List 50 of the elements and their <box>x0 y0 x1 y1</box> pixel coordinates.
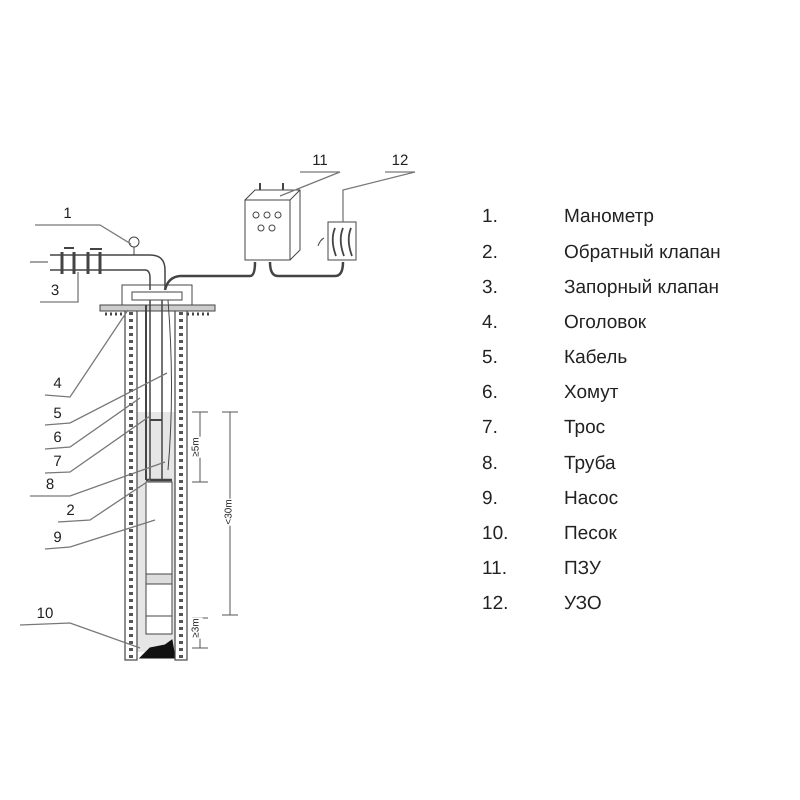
list-number: 3. <box>482 276 499 300</box>
leader-line <box>30 461 166 497</box>
list-number: 1. <box>482 205 499 230</box>
list-number: 11. <box>482 557 508 582</box>
dimension-label: ≥5m <box>190 436 203 458</box>
list-number: 12. <box>482 592 510 616</box>
leader-line <box>44 397 140 450</box>
leader-line <box>44 415 150 474</box>
part-name: Запорный клапан <box>564 276 720 300</box>
leader-line <box>35 224 132 245</box>
leader-line <box>280 171 341 197</box>
callout-number: 7 <box>45 451 70 473</box>
list-number: 10. <box>482 522 510 546</box>
leader-line <box>40 272 79 303</box>
part-name: Обратный клапан <box>564 240 721 265</box>
part-name: Трос <box>564 416 606 440</box>
callout-number: 2 <box>58 500 83 522</box>
part-name: Манометр <box>564 205 654 230</box>
part-name: УЗО <box>564 592 602 616</box>
list-number: 2. <box>482 240 499 265</box>
part-name: ПЗУ <box>564 557 601 582</box>
leader-line <box>20 622 140 649</box>
leader-line <box>44 519 156 550</box>
list-number: 7. <box>482 416 499 440</box>
list-number: 6. <box>482 381 499 406</box>
callout-number: 12 <box>385 150 415 172</box>
part-name: Насос <box>564 486 618 511</box>
callout-number: 10 <box>20 603 70 625</box>
part-name: Кабель <box>564 346 628 370</box>
callout-number: 11 <box>300 150 340 172</box>
part-name: Хомут <box>564 381 619 406</box>
list-number: 8. <box>482 452 499 476</box>
leader-line <box>44 310 129 398</box>
list-number: 5. <box>482 346 499 370</box>
list-number: 4. <box>482 310 499 335</box>
callout-number: 1 <box>35 203 100 225</box>
part-name: Песок <box>564 522 617 546</box>
part-name: Оголовок <box>564 310 646 335</box>
leader-line <box>44 372 168 426</box>
callout-number: 8 <box>30 474 70 496</box>
callout-number: 3 <box>40 280 70 302</box>
list-number: 9. <box>482 486 499 511</box>
part-name: Труба <box>564 452 616 476</box>
leader-line <box>58 479 150 523</box>
dimension-label: ≥3m <box>190 617 203 639</box>
callout-number: 4 <box>45 373 70 395</box>
callout-number: 5 <box>45 403 70 425</box>
leader-line <box>342 171 416 222</box>
callout-number: 6 <box>45 427 70 449</box>
callout-number: 9 <box>45 527 70 549</box>
